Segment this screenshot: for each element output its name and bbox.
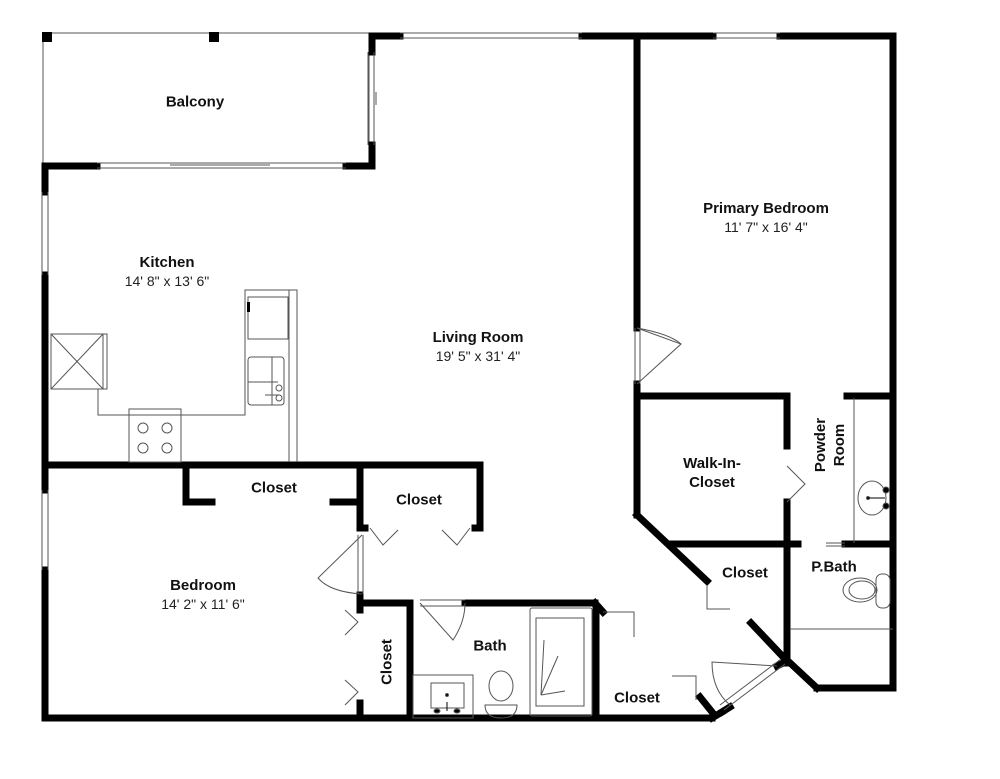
shower-icon <box>529 607 593 717</box>
kitchen-fixtures <box>50 289 298 463</box>
room-name: Primary Bedroom <box>703 200 829 217</box>
room-label-primary-bedroom: Primary Bedroom 11' 7" x 16' 4" <box>703 199 829 237</box>
room-name: Kitchen <box>139 254 195 271</box>
room-label-bedroom: Bedroom 14' 2" x 11' 6" <box>161 576 245 614</box>
room-name: Closet <box>614 689 660 707</box>
toilet-icon <box>484 670 518 719</box>
room-name: Closet <box>396 491 442 509</box>
walls <box>41 32 897 723</box>
room-label-walk-in-closet: Walk-In- Closet <box>683 454 741 492</box>
room-dimensions: 14' 2" x 11' 6" <box>161 596 245 612</box>
room-dimensions: 19' 5" x 31' 4" <box>435 348 521 364</box>
windows <box>41 32 786 711</box>
stove-icon <box>128 408 182 463</box>
bath-fixtures <box>412 607 593 719</box>
dishwasher-icon <box>247 296 289 340</box>
room-name-line2: Closet <box>689 474 735 491</box>
room-label-closet-linen: Closet <box>396 491 442 510</box>
powder-sink-icon <box>857 480 890 516</box>
room-name: Bedroom <box>170 577 236 594</box>
room-label-balcony: Balcony <box>166 93 224 112</box>
room-name: Powder <box>812 417 829 473</box>
doors <box>317 327 845 706</box>
room-label-p-bath: P.Bath <box>811 558 857 577</box>
room-label-kitchen: Kitchen 14' 8" x 13' 6" <box>125 253 210 291</box>
room-label-closet-hall: Closet <box>614 689 660 708</box>
p-bath-toilet-icon <box>842 573 891 609</box>
room-name: Bath <box>473 637 507 655</box>
vanity-sink-icon <box>412 674 474 719</box>
kitchen-sink-icon <box>247 356 285 406</box>
room-name: Closet <box>722 564 768 582</box>
room-name: Walk-In- <box>683 455 741 472</box>
room-label-powder-room: Powder Room <box>811 418 849 472</box>
room-label-closet-bedroom-side: Closet <box>378 639 397 685</box>
room-name: Closet <box>251 479 297 497</box>
room-name: Closet <box>378 639 396 685</box>
room-label-closet-bedroom: Closet <box>251 479 297 498</box>
room-name: Living Room <box>432 329 524 346</box>
powder-fixtures <box>790 398 893 630</box>
refrigerator-icon <box>50 333 108 390</box>
room-label-closet-primary: Closet <box>722 564 768 583</box>
room-name: Balcony <box>165 93 225 111</box>
room-label-bath: Bath <box>473 637 506 656</box>
room-label-living-room: Living Room 19' 5" x 31' 4" <box>433 328 524 366</box>
room-name: P.Bath <box>811 558 857 576</box>
room-dimensions: 11' 7" x 16' 4" <box>724 219 808 235</box>
balcony-posts <box>42 32 219 42</box>
room-name-line2: Room <box>831 423 848 467</box>
room-dimensions: 14' 8" x 13' 6" <box>124 273 210 289</box>
